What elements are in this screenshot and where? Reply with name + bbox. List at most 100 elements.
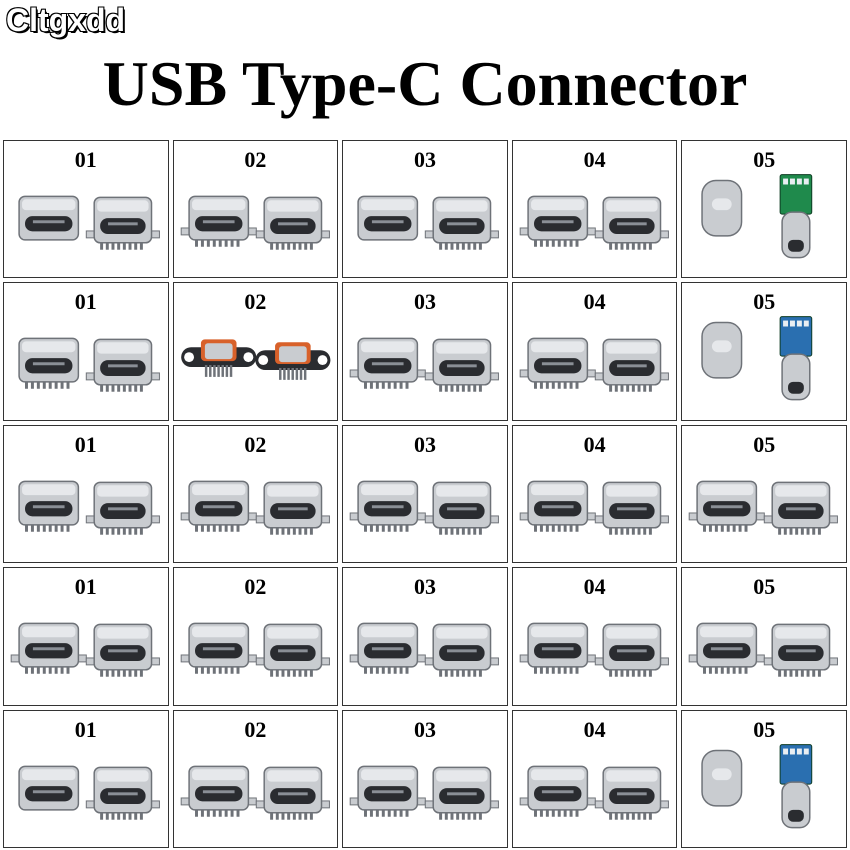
connector-image (701, 179, 743, 237)
product-cell: 01 (3, 282, 169, 421)
item-number: 01 (74, 574, 97, 600)
item-number: 04 (583, 289, 606, 315)
product-photo (349, 480, 500, 535)
connector-image (18, 765, 80, 811)
product-photo (18, 195, 160, 250)
item-number: 05 (753, 147, 776, 172)
connector-image (255, 766, 330, 820)
product-cell: 02 (172, 424, 339, 564)
connector-image (85, 623, 160, 677)
product-cell: 02 (172, 282, 339, 421)
connector-image (18, 480, 80, 532)
connector-image (85, 481, 160, 535)
connector-image (85, 766, 160, 820)
connector-image (689, 480, 766, 532)
product-photo (689, 622, 839, 677)
connector-image (357, 195, 419, 241)
connector-image (254, 342, 331, 381)
product-cell: 01 (3, 709, 169, 848)
item-number: 05 (753, 289, 776, 315)
product-cell: 02 (172, 567, 339, 706)
connector-image (18, 338, 80, 390)
connector-image (594, 338, 669, 393)
connector-image (255, 196, 330, 250)
product-photo (180, 339, 331, 381)
product-cell: 01 (3, 424, 169, 564)
connector-image (424, 196, 500, 250)
connector-image (594, 481, 669, 535)
product-cell: 05 (681, 282, 847, 421)
item-number: 02 (244, 431, 267, 457)
product-photo (519, 765, 669, 820)
connector-image (255, 481, 330, 535)
product-photo (701, 743, 813, 828)
product-cell: 04 (511, 282, 678, 421)
connector-image (180, 480, 257, 532)
connector-image (424, 623, 500, 677)
item-number: 05 (753, 431, 776, 457)
item-number: 02 (244, 147, 267, 172)
item-number: 03 (413, 574, 436, 600)
product-photo (519, 622, 669, 677)
product-cell: 03 (342, 567, 508, 706)
connector-image (594, 196, 669, 250)
item-number: 02 (244, 289, 267, 315)
product-cell: 05 (681, 567, 847, 706)
product-photo (10, 622, 160, 677)
product-photo (18, 480, 160, 535)
item-number: 03 (413, 431, 436, 457)
product-photo (349, 622, 500, 677)
brand-logo: Cltgxdd (5, 1, 126, 39)
connector-image (424, 338, 500, 393)
item-number: 01 (74, 431, 97, 457)
connector-image (180, 195, 257, 247)
connector-image (424, 481, 500, 535)
connector-image (424, 766, 500, 820)
product-photo (519, 195, 669, 250)
connector-image (349, 622, 426, 674)
product-cell: 04 (511, 709, 678, 848)
page-title: USB Type-C Connector (102, 48, 748, 119)
connector-image (701, 322, 743, 380)
product-photo (689, 480, 839, 535)
product-photo (519, 480, 669, 535)
connector-image (180, 765, 257, 817)
product-photo (18, 338, 160, 393)
item-number: 05 (753, 574, 776, 600)
item-number: 03 (413, 716, 436, 742)
connector-image (519, 195, 596, 247)
product-photo (349, 765, 500, 820)
connector-image (180, 622, 257, 674)
product-photo (701, 174, 813, 259)
product-photo (18, 765, 160, 820)
product-cell: 05 (681, 424, 847, 564)
connector-image (594, 766, 669, 820)
connector-image (519, 765, 596, 817)
connector-image (519, 622, 596, 674)
item-number: 03 (413, 289, 436, 315)
connector-image (764, 481, 839, 535)
connector-image (519, 480, 596, 532)
connector-image (349, 338, 426, 390)
connector-image (780, 174, 813, 259)
product-cell: 03 (342, 424, 508, 564)
connector-image (780, 316, 813, 401)
item-number: 02 (244, 574, 267, 600)
product-cell: 02 (172, 140, 339, 279)
product-photo (180, 765, 330, 820)
product-photo (519, 338, 669, 393)
product-cell: 03 (342, 709, 508, 848)
connector-image (255, 623, 330, 677)
product-cell: 05 (681, 140, 847, 279)
item-number: 04 (583, 716, 606, 742)
item-number: 01 (74, 289, 97, 315)
item-number: 03 (413, 147, 436, 172)
item-number: 04 (583, 147, 606, 172)
connector-image (780, 743, 813, 828)
item-number: 02 (244, 716, 267, 742)
connector-image (594, 623, 669, 677)
product-photo (349, 338, 500, 393)
product-photo (180, 480, 330, 535)
product-cell: 02 (172, 709, 339, 848)
